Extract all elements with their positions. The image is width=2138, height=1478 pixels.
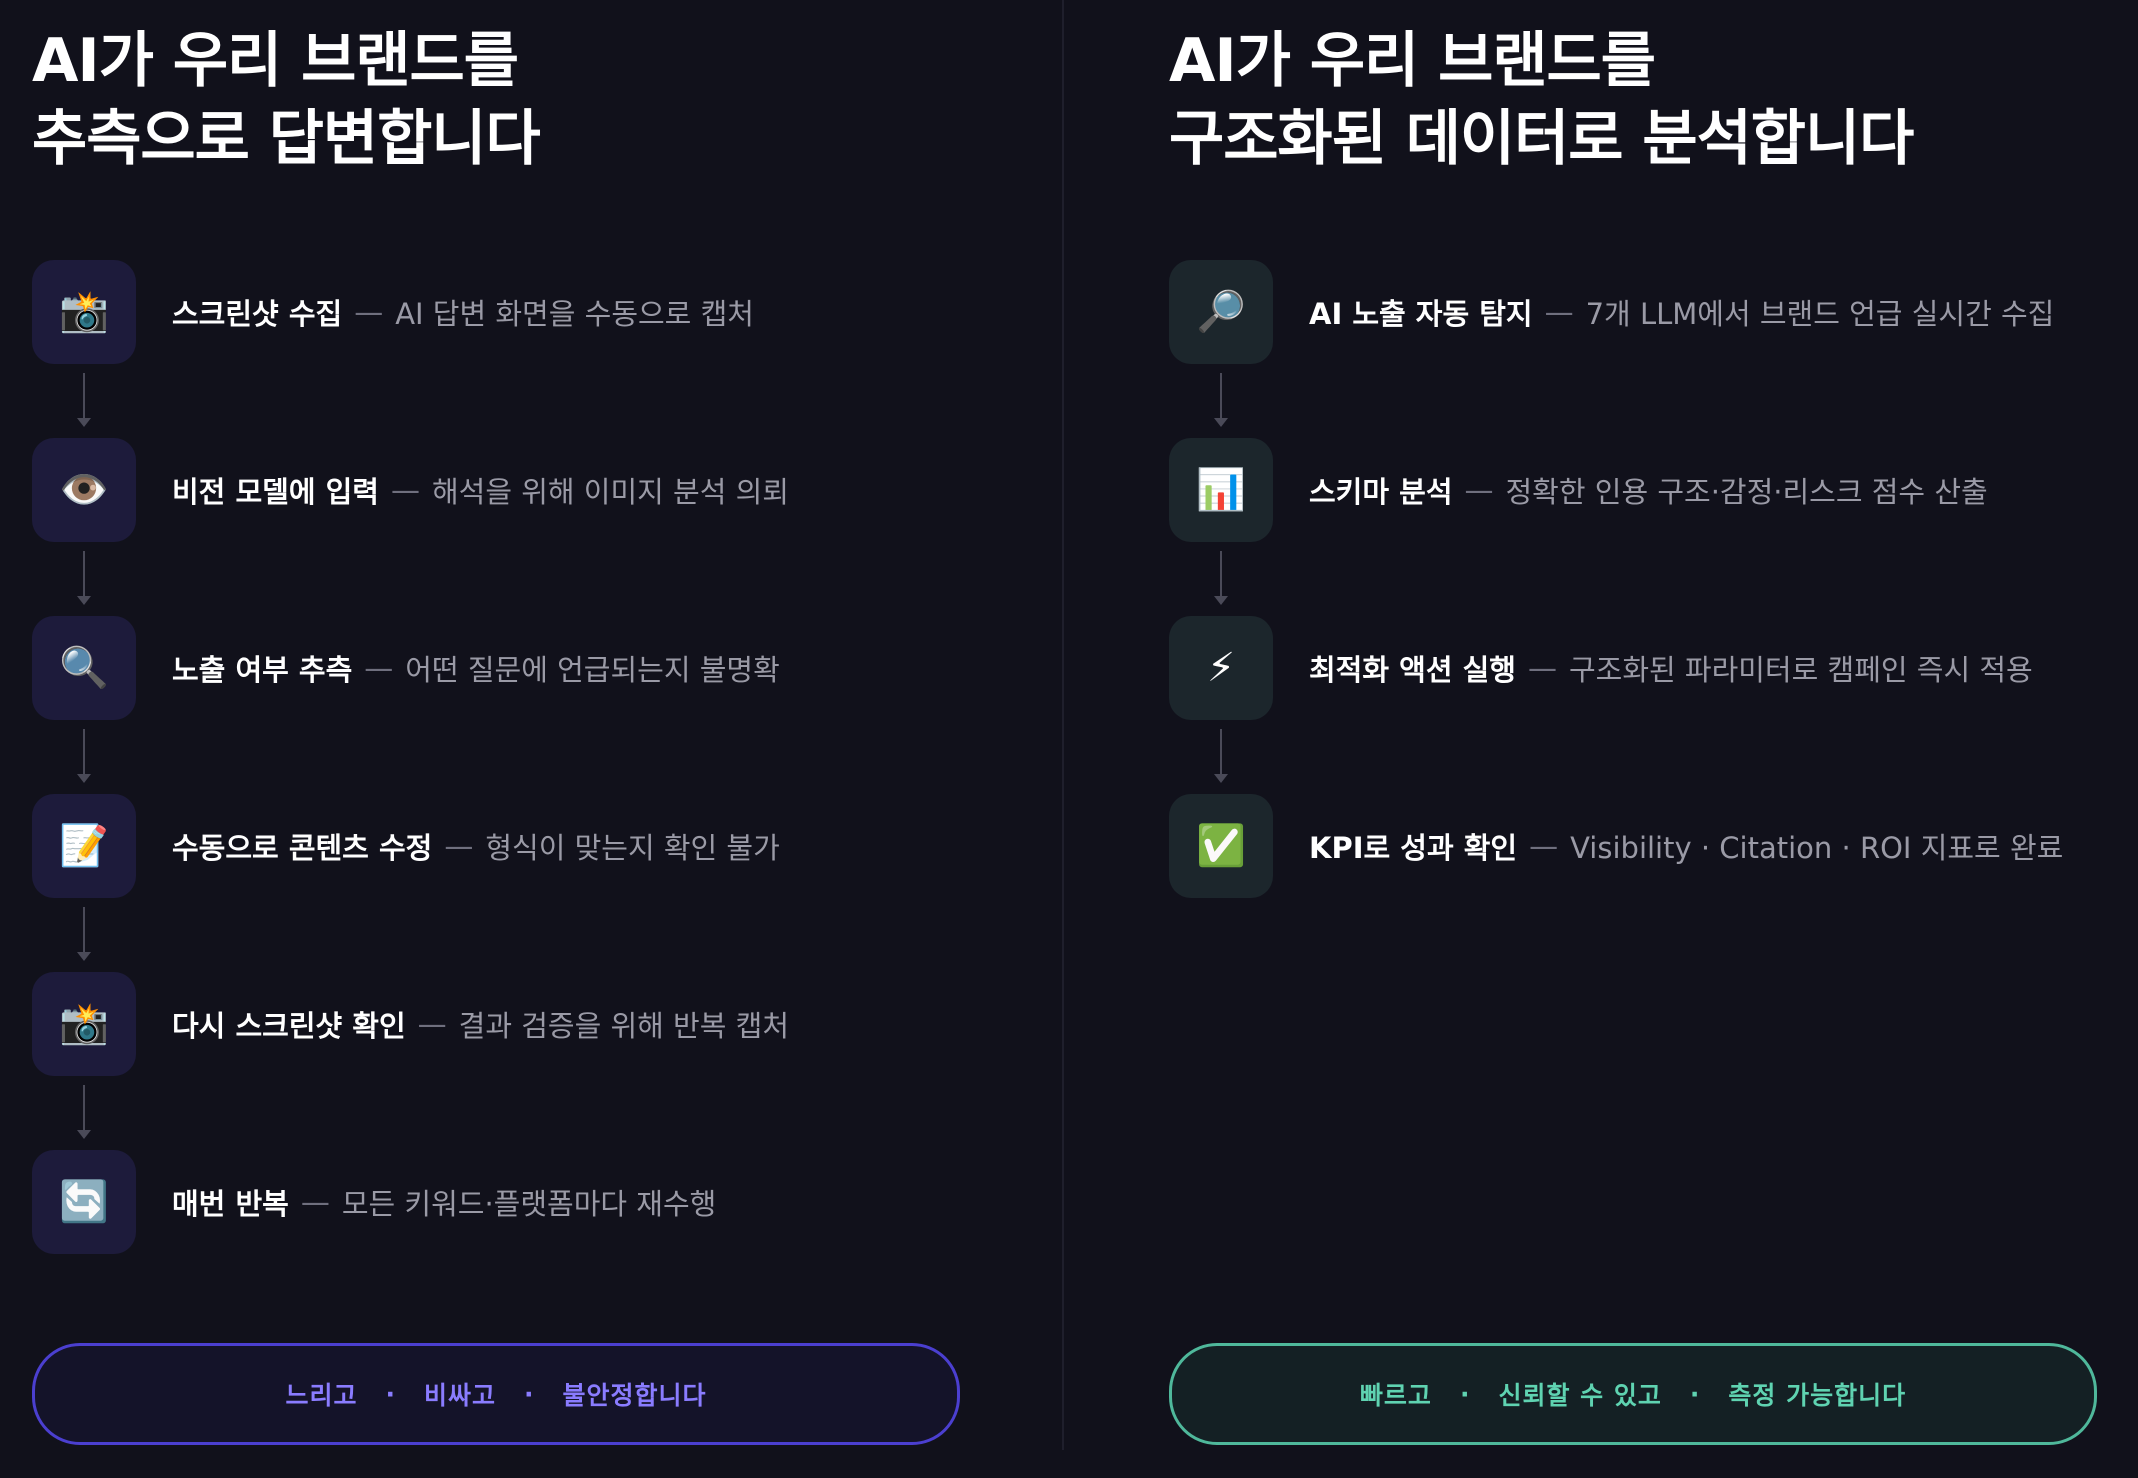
step-text: 노출 여부 추측 — 어떤 질문에 언급되는지 불명확: [172, 616, 780, 720]
check-mark-icon: ✅: [1169, 794, 1273, 898]
step-title: KPI로 성과 확인: [1309, 831, 1518, 865]
right-headline: AI가 우리 브랜드를 구조화된 데이터로 분석합니다: [1169, 22, 1914, 178]
step-title: 수동으로 콘텐츠 수정: [172, 831, 433, 865]
step-title: 최적화 액션 실행: [1309, 653, 1516, 687]
step-separator: —: [354, 295, 384, 329]
pill-dot: ·: [524, 1379, 535, 1409]
step-description: 7개 LLM에서 브랜드 언급 실시간 수집: [1585, 297, 2055, 331]
step-separator: —: [364, 651, 394, 685]
step-text: 다시 스크린샷 확인 — 결과 검증을 위해 반복 캡처: [172, 972, 789, 1076]
step-connector-arrow: [1214, 729, 1228, 783]
step-description: Visibility · Citation · ROI 지표로 완료: [1570, 831, 2064, 865]
step-connector-arrow: [77, 1085, 91, 1139]
step-text: 수동으로 콘텐츠 수정 — 형식이 맞는지 확인 불가: [172, 794, 780, 898]
magnifier-icon: 🔍: [32, 616, 136, 720]
step-connector-arrow: [77, 907, 91, 961]
step-text: KPI로 성과 확인 — Visibility · Citation · ROI…: [1309, 794, 2063, 898]
left-summary-pill: 느리고 · 비싸고 · 불안정합니다: [32, 1343, 960, 1445]
step-text: 비전 모델에 입력 — 해석을 위해 이미지 분석 의뢰: [172, 438, 789, 542]
camera-flash-icon: 📸: [32, 972, 136, 1076]
step-text: 스크린샷 수집 — AI 답변 화면을 수동으로 캡처: [172, 260, 754, 364]
step-connector-arrow: [1214, 373, 1228, 427]
pill-part: 측정 가능합니다: [1728, 1381, 1907, 1410]
left-headline: AI가 우리 브랜드를 추측으로 답변합니다: [32, 22, 541, 178]
pill-dot: ·: [1459, 1379, 1471, 1409]
step-title: 매번 반복: [172, 1187, 289, 1221]
left-headline-line1: AI가 우리 브랜드를: [32, 26, 519, 96]
step-separator: —: [1544, 295, 1574, 329]
pill-dot: ·: [1689, 1379, 1701, 1409]
step-connector-arrow: [77, 551, 91, 605]
repeat-icon: 🔄: [32, 1150, 136, 1254]
step-description: 해석을 위해 이미지 분석 의뢰: [431, 475, 789, 509]
step-description: 정확한 인용 구조·감정·리스크 점수 산출: [1505, 475, 1988, 509]
structured-process-panel: AI가 우리 브랜드를 구조화된 데이터로 분석합니다 🔎 AI 노출 자동 탐…: [1064, 0, 2138, 1478]
step-separator: —: [444, 829, 474, 863]
left-headline-line2: 추측으로 답변합니다: [32, 104, 541, 174]
right-summary-pill: 빠르고 · 신뢰할 수 있고 · 측정 가능합니다: [1169, 1343, 2097, 1445]
step-description: 형식이 맞는지 확인 불가: [485, 831, 780, 865]
step-connector-arrow: [1214, 551, 1228, 605]
manual-process-panel: AI가 우리 브랜드를 추측으로 답변합니다 📸 스크린샷 수집 — AI 답변…: [0, 0, 1062, 1478]
pill-part: 빠르고: [1359, 1381, 1432, 1410]
step-text: 최적화 액션 실행 — 구조화된 파라미터로 캠페인 즉시 적용: [1309, 616, 2033, 720]
step-separator: —: [1529, 829, 1559, 863]
step-title: 스키마 분석: [1309, 475, 1453, 509]
step-connector-arrow: [77, 373, 91, 427]
step-description: 어떤 질문에 언급되는지 불명확: [405, 653, 780, 687]
step-separator: —: [417, 1007, 447, 1041]
step-separator: —: [390, 473, 420, 507]
lightning-icon: ⚡: [1169, 616, 1273, 720]
pill-part: 불안정합니다: [562, 1381, 707, 1410]
step-text: 매번 반복 — 모든 키워드·플랫폼마다 재수행: [172, 1150, 716, 1254]
memo-icon: 📝: [32, 794, 136, 898]
step-description: 모든 키워드·플랫폼마다 재수행: [341, 1187, 717, 1221]
step-separator: —: [300, 1185, 330, 1219]
step-separator: —: [1527, 651, 1557, 685]
step-title: AI 노출 자동 탐지: [1309, 297, 1533, 331]
step-description: 결과 검증을 위해 반복 캡처: [458, 1009, 789, 1043]
eye-icon: 👁️: [32, 438, 136, 542]
camera-flash-icon: 📸: [32, 260, 136, 364]
step-connector-arrow: [77, 729, 91, 783]
pill-part: 느리고: [285, 1381, 358, 1410]
step-description: 구조화된 파라미터로 캠페인 즉시 적용: [1568, 653, 2033, 687]
step-title: 스크린샷 수집: [172, 297, 343, 331]
pill-dot: ·: [385, 1379, 396, 1409]
step-text: 스키마 분석 — 정확한 인용 구조·감정·리스크 점수 산출: [1309, 438, 1988, 542]
step-text: AI 노출 자동 탐지 — 7개 LLM에서 브랜드 언급 실시간 수집: [1309, 260, 2054, 364]
pill-part: 신뢰할 수 있고: [1498, 1381, 1662, 1410]
panel-divider: [1062, 0, 1064, 1450]
pill-part: 비싸고: [423, 1381, 496, 1410]
bar-chart-icon: 📊: [1169, 438, 1273, 542]
step-title: 비전 모델에 입력: [172, 475, 379, 509]
step-title: 다시 스크린샷 확인: [172, 1009, 406, 1043]
magnifier-right-icon: 🔎: [1169, 260, 1273, 364]
right-headline-line1: AI가 우리 브랜드를: [1169, 26, 1656, 96]
step-description: AI 답변 화면을 수동으로 캡처: [395, 297, 754, 331]
step-title: 노출 여부 추측: [172, 653, 353, 687]
right-headline-line2: 구조화된 데이터로 분석합니다: [1169, 104, 1914, 174]
step-separator: —: [1464, 473, 1494, 507]
